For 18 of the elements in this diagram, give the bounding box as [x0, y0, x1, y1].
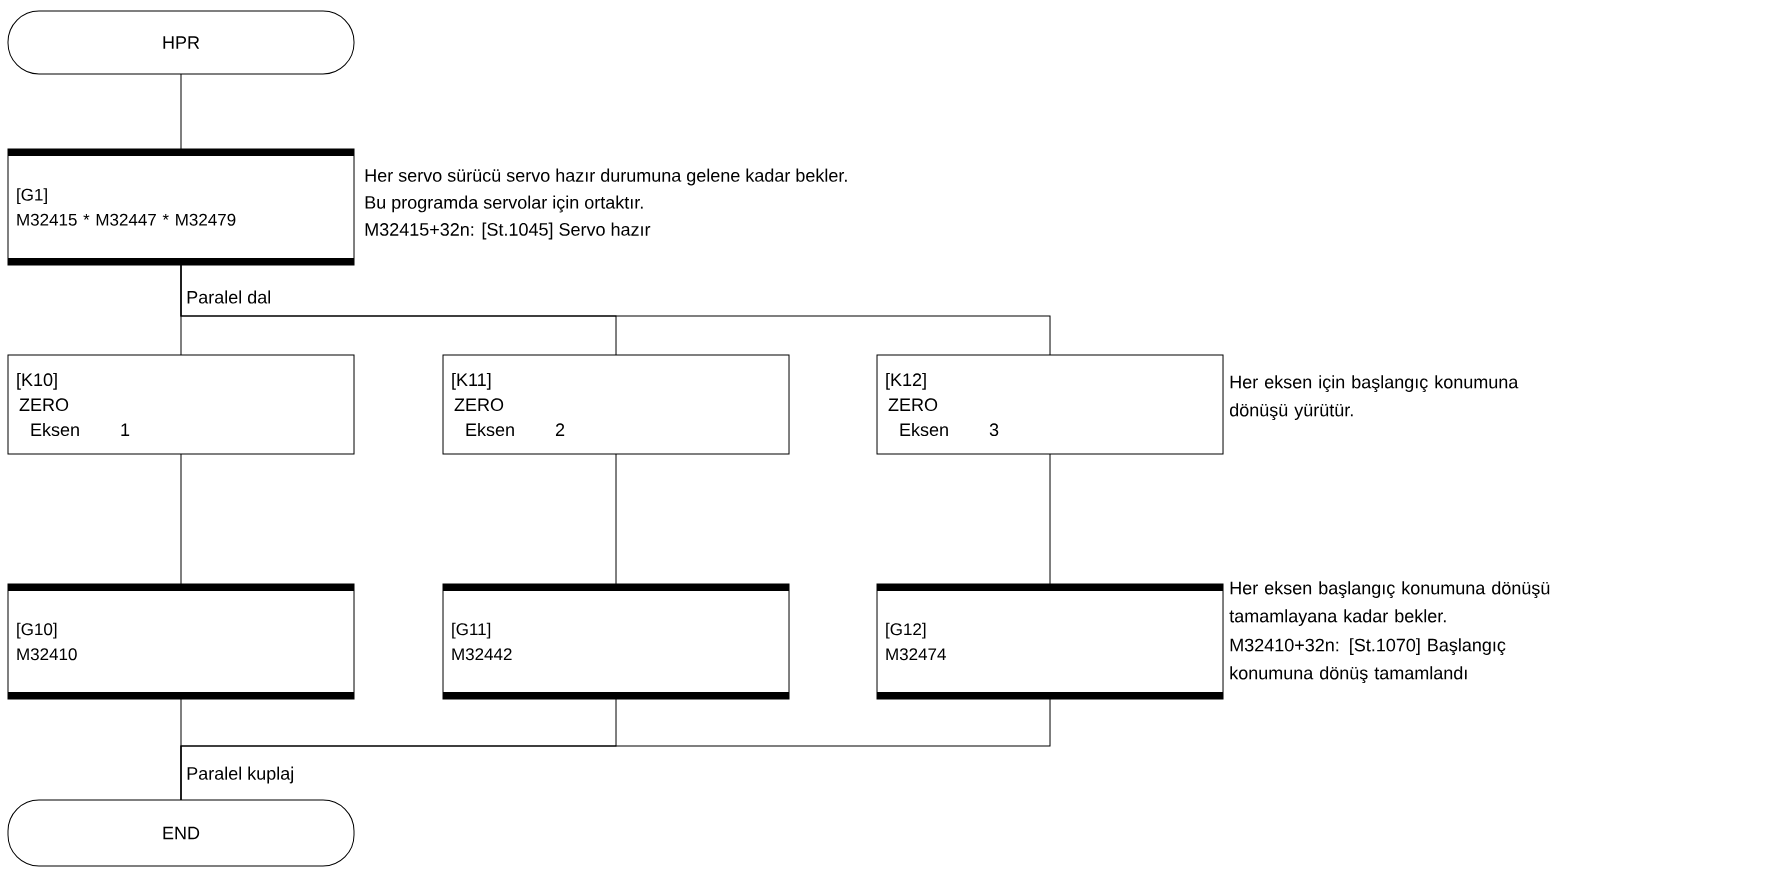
- branch-label: Paralel kuplaj: [187, 766, 293, 784]
- comment-text: Her servo sürücü servo hazır durumuna gelene kadar bekler.: [365, 168, 847, 186]
- connector-line: [180, 698, 1051, 801]
- transition-box: [G1] M32415 * M32447 * M32479: [7, 148, 355, 266]
- connector-line: [180, 453, 182, 585]
- connector-line: [180, 73, 182, 150]
- step-box: [K12] ZERO Eksen 3: [876, 354, 1224, 455]
- comment-text: M32415+32n: [St.1045] Servo hazır: [365, 222, 651, 240]
- transition-box: [G12] M32474: [876, 583, 1224, 700]
- connector-line: [615, 453, 617, 585]
- comment-text: Bu programda servolar için ortaktır.: [365, 195, 643, 213]
- transition-box: [G10] M32410: [7, 583, 355, 700]
- branch-label: Paralel dal: [187, 290, 270, 304]
- step-box: [K11] ZERO Eksen 2: [442, 354, 790, 455]
- step-box: [K10] ZERO Eksen 1: [7, 354, 355, 455]
- transition-box: [G11] M32442: [442, 583, 790, 700]
- connector-line: [1049, 453, 1051, 585]
- connector-line: [180, 264, 1051, 356]
